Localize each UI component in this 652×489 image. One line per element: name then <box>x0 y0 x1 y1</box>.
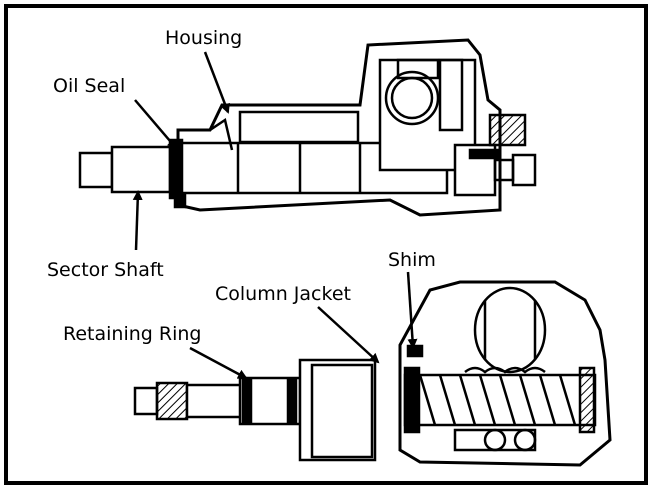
column-jacket-leader <box>317 306 380 364</box>
shim <box>406 344 424 358</box>
oil-seal-leader <box>134 99 178 150</box>
figure-border <box>4 4 648 485</box>
leader-lines <box>132 51 418 380</box>
oil-seal-label: Oil Seal <box>53 75 125 97</box>
sector-shaft-leader <box>132 190 143 251</box>
shim-leader <box>406 271 418 349</box>
retaining-ring-label: Retaining Ring <box>63 323 201 345</box>
top-gear-assembly <box>78 38 537 217</box>
gear-housing-outline <box>398 280 612 467</box>
housing-outline <box>176 38 502 217</box>
sector-shaft-label: Sector Shaft <box>47 259 164 281</box>
sector-gear <box>473 286 547 374</box>
housing-label: Housing <box>165 27 242 49</box>
housing-leader <box>203 51 230 114</box>
retaining-ring-leader <box>189 346 248 380</box>
shim-label: Shim <box>388 249 436 271</box>
bottom-gear-assembly <box>133 280 612 467</box>
sector-shaft <box>110 145 172 194</box>
input-shaft-end <box>133 386 159 416</box>
sector-shaft-end <box>78 151 114 189</box>
column-jacket-label: Column Jacket <box>215 283 351 305</box>
